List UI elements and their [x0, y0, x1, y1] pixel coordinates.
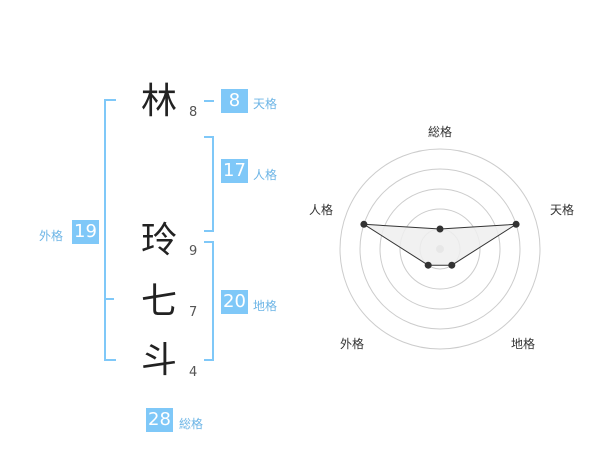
stroke-count-1: 8 — [189, 105, 198, 120]
name-char-2: 玲 — [141, 220, 178, 261]
radar-label-soukaku: 総格 — [428, 125, 453, 139]
radar-label-gaikaku: 外格 — [340, 337, 365, 351]
name-char-1: 林 — [141, 81, 178, 122]
radar-ring-3 — [379, 188, 501, 310]
name-char-3: 七 — [141, 281, 178, 322]
gaikaku-value: 19 — [72, 220, 99, 244]
radar-point-1 — [436, 225, 444, 233]
radar-ring-2 — [399, 208, 481, 290]
name-char-4: 斗 — [141, 340, 178, 381]
gaikaku-bracket-mid — [104, 298, 114, 300]
radar-polygon — [363, 223, 517, 266]
chikaku-label: 地格 — [253, 299, 278, 313]
radar-ring-4 — [359, 168, 521, 330]
stroke-count-3: 7 — [189, 305, 198, 320]
soukaku-label: 総格 — [179, 417, 204, 431]
soukaku-value: 28 — [146, 408, 173, 432]
chikaku-value: 20 — [221, 290, 248, 314]
radar-point-2 — [512, 220, 520, 228]
stroke-count-2: 9 — [189, 244, 198, 259]
jinkaku-label: 人格 — [253, 168, 278, 182]
jinkaku-value: 17 — [221, 159, 248, 183]
radar-ring-5 — [339, 148, 541, 350]
tenkaku-value: 8 — [221, 89, 248, 113]
radar-point-5 — [360, 220, 368, 228]
radar-point-3 — [448, 261, 456, 269]
radar-label-tenkaku: 天格 — [550, 203, 575, 217]
radar-point-4 — [424, 261, 432, 269]
chikaku-bracket — [204, 241, 214, 361]
tenkaku-bracket — [204, 100, 214, 102]
radar-label-jinkaku: 人格 — [309, 203, 334, 217]
stroke-count-4: 4 — [189, 365, 198, 380]
radar-label-chikaku: 地格 — [511, 337, 536, 351]
tenkaku-label: 天格 — [253, 97, 278, 111]
gaikaku-bracket — [104, 99, 116, 361]
jinkaku-bracket — [204, 136, 214, 232]
gaikaku-label: 外格 — [39, 229, 64, 243]
